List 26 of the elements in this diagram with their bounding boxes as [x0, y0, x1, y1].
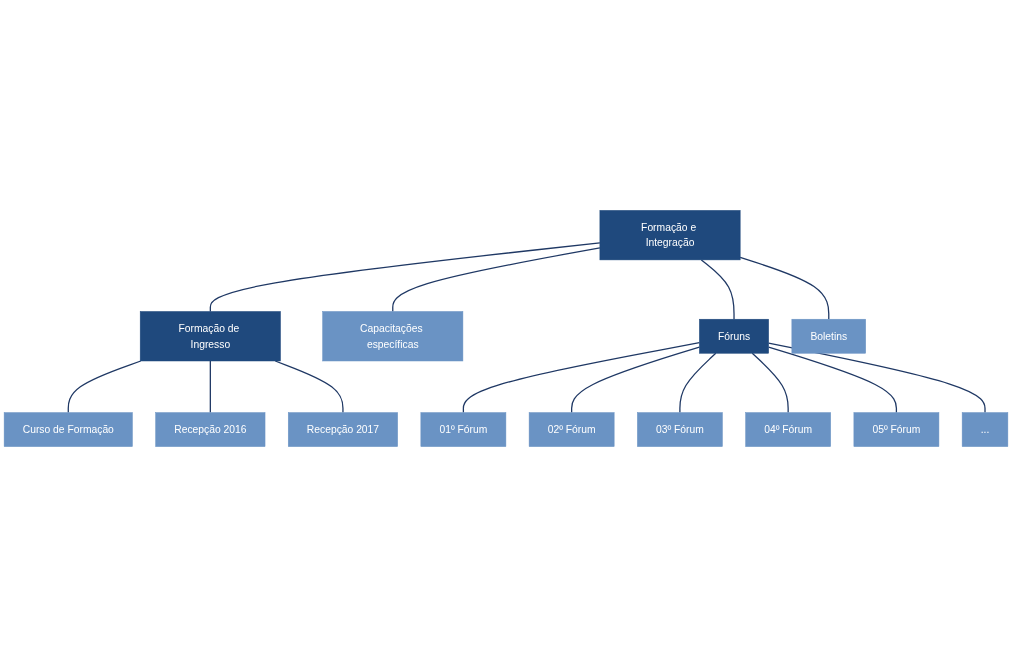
connector: [751, 352, 789, 414]
node-box: 02º Fórum: [528, 412, 615, 447]
node-box: 05º Fórum: [853, 412, 940, 447]
node-box: Formação de Ingresso: [139, 311, 281, 362]
connector: [768, 346, 898, 414]
connector: [209, 360, 211, 414]
node-box: Boletins: [791, 318, 866, 354]
node-box: ...: [961, 412, 1009, 447]
connector: [209, 242, 601, 313]
node-box: 03º Fórum: [637, 412, 723, 447]
node-box: Capacitações específicas: [322, 311, 464, 362]
connector: [739, 256, 830, 320]
connector: [392, 247, 601, 313]
node-box: Recepção 2016: [155, 412, 266, 447]
node-box: 01º Fórum: [420, 412, 507, 447]
connector: [571, 346, 701, 414]
connector: [67, 360, 142, 414]
node-box: Recepção 2017: [288, 412, 398, 447]
node-box: 04º Fórum: [745, 412, 831, 447]
node-box: Formação e Integração: [599, 210, 741, 261]
connector: [462, 342, 701, 414]
node-box: Fóruns: [699, 318, 769, 354]
connector: [679, 352, 717, 414]
connector: [700, 259, 735, 320]
node-box: Curso de Formação: [3, 412, 133, 447]
connector: [274, 360, 344, 414]
